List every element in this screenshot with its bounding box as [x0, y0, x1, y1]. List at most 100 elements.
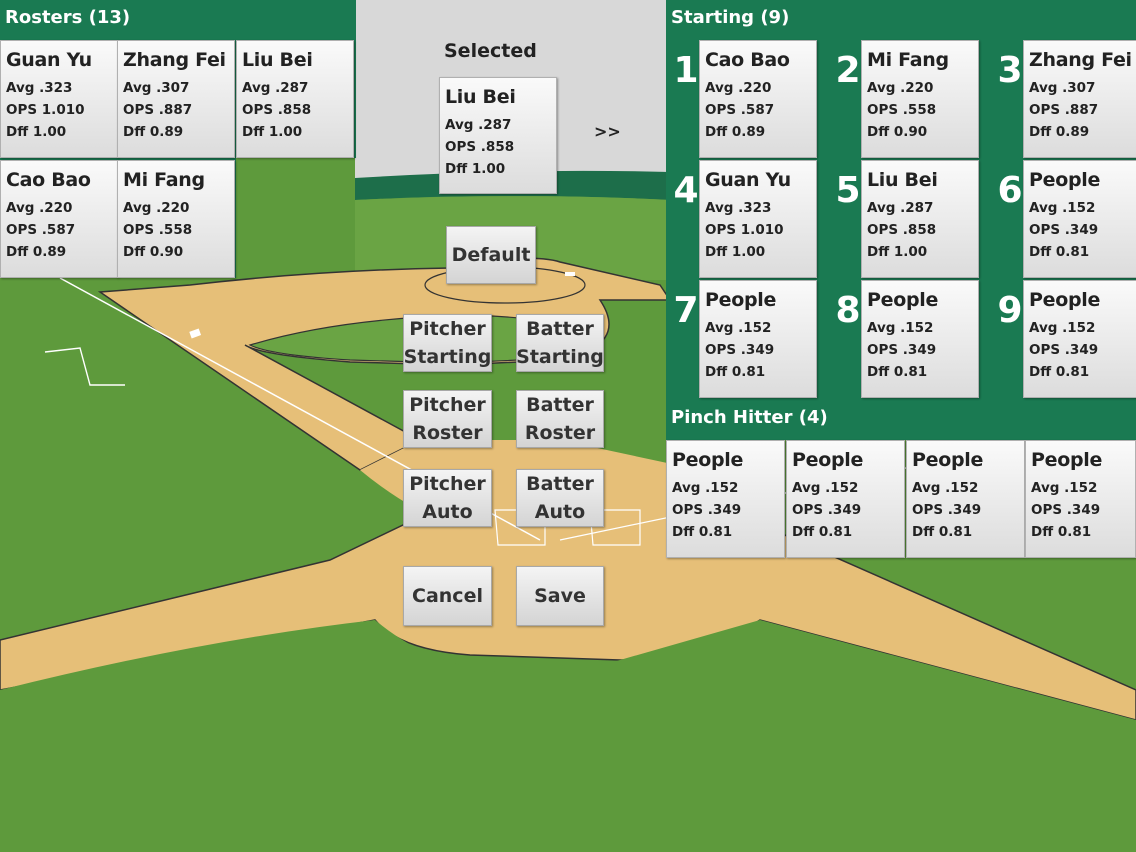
player-avg: Avg .287 — [242, 80, 309, 96]
batting-order-number: 7 — [673, 290, 699, 331]
player-dff: Dff 1.00 — [445, 161, 506, 177]
player-name: Mi Fang — [123, 169, 205, 191]
player-ops: OPS .858 — [242, 102, 312, 118]
player-name: People — [792, 449, 864, 471]
batting-order-number: 9 — [997, 290, 1023, 331]
pinch-hitter-title: Pinch Hitter (4) — [671, 407, 828, 428]
move-arrow-button[interactable]: >> — [594, 122, 621, 141]
player-name: People — [1029, 169, 1101, 191]
player-dff: Dff 0.89 — [1029, 124, 1090, 140]
cancel-button[interactable]: Cancel — [403, 566, 492, 626]
player-name: Guan Yu — [705, 169, 791, 191]
player-name: People — [867, 289, 939, 311]
player-dff: Dff 0.89 — [705, 124, 766, 140]
player-avg: Avg .220 — [123, 200, 190, 216]
player-ops: OPS .558 — [867, 102, 937, 118]
player-avg: Avg .152 — [672, 480, 739, 496]
selected-label: Selected — [444, 40, 537, 62]
player-name: People — [912, 449, 984, 471]
player-avg: Avg .287 — [445, 117, 512, 133]
player-avg: Avg .307 — [1029, 80, 1096, 96]
player-name: Cao Bao — [6, 169, 91, 191]
player-name: Cao Bao — [705, 49, 790, 71]
rosters-title: Rosters (13) — [0, 0, 356, 36]
batting-order-number: 5 — [835, 170, 861, 211]
player-name: Zhang Fei — [123, 49, 226, 71]
player-ops: OPS .887 — [1029, 102, 1099, 118]
batting-order-number: 3 — [997, 50, 1023, 91]
player-dff: Dff 1.00 — [242, 124, 303, 140]
player-name: People — [1029, 289, 1101, 311]
player-ops: OPS .349 — [912, 502, 982, 518]
player-name: Mi Fang — [867, 49, 949, 71]
batting-order-number: 1 — [673, 50, 699, 91]
player-dff: Dff 0.81 — [1029, 364, 1090, 380]
player-name: Zhang Fei — [1029, 49, 1132, 71]
player-avg: Avg .220 — [705, 80, 772, 96]
player-ops: OPS .349 — [1029, 222, 1099, 238]
player-avg: Avg .323 — [705, 200, 772, 216]
player-avg: Avg .287 — [867, 200, 934, 216]
player-ops: OPS .887 — [123, 102, 193, 118]
player-avg: Avg .307 — [123, 80, 190, 96]
player-dff: Dff 0.81 — [912, 524, 973, 540]
starting-title: Starting (9) — [671, 7, 790, 28]
player-dff: Dff 1.00 — [867, 244, 928, 260]
player-ops: OPS .349 — [1031, 502, 1101, 518]
player-avg: Avg .152 — [705, 320, 772, 336]
player-avg: Avg .152 — [792, 480, 859, 496]
player-dff: Dff 0.89 — [123, 124, 184, 140]
player-avg: Avg .323 — [6, 80, 73, 96]
selected-player-card[interactable]: Liu Bei Avg .287 OPS .858 Dff 1.00 — [439, 77, 557, 194]
player-dff: Dff 0.81 — [1029, 244, 1090, 260]
player-ops: OPS 1.010 — [6, 102, 85, 118]
player-name: Liu Bei — [867, 169, 938, 191]
player-ops: OPS .587 — [6, 222, 76, 238]
player-name: Liu Bei — [445, 86, 516, 108]
player-avg: Avg .220 — [6, 200, 73, 216]
default-button[interactable]: Default — [446, 226, 536, 284]
player-avg: Avg .152 — [1029, 200, 1096, 216]
player-name: Liu Bei — [242, 49, 313, 71]
player-dff: Dff 0.90 — [867, 124, 928, 140]
save-button[interactable]: Save — [516, 566, 604, 626]
player-ops: OPS .349 — [792, 502, 862, 518]
player-dff: Dff 0.81 — [705, 364, 766, 380]
player-name: Guan Yu — [6, 49, 92, 71]
player-ops: OPS .858 — [445, 139, 515, 155]
player-avg: Avg .152 — [867, 320, 934, 336]
player-ops: OPS .349 — [705, 342, 775, 358]
player-dff: Dff 0.89 — [6, 244, 67, 260]
player-name: People — [1031, 449, 1103, 471]
player-name: People — [672, 449, 744, 471]
player-dff: Dff 0.81 — [867, 364, 928, 380]
player-name: People — [705, 289, 777, 311]
player-ops: OPS .587 — [705, 102, 775, 118]
player-ops: OPS .349 — [1029, 342, 1099, 358]
player-ops: OPS .349 — [672, 502, 742, 518]
